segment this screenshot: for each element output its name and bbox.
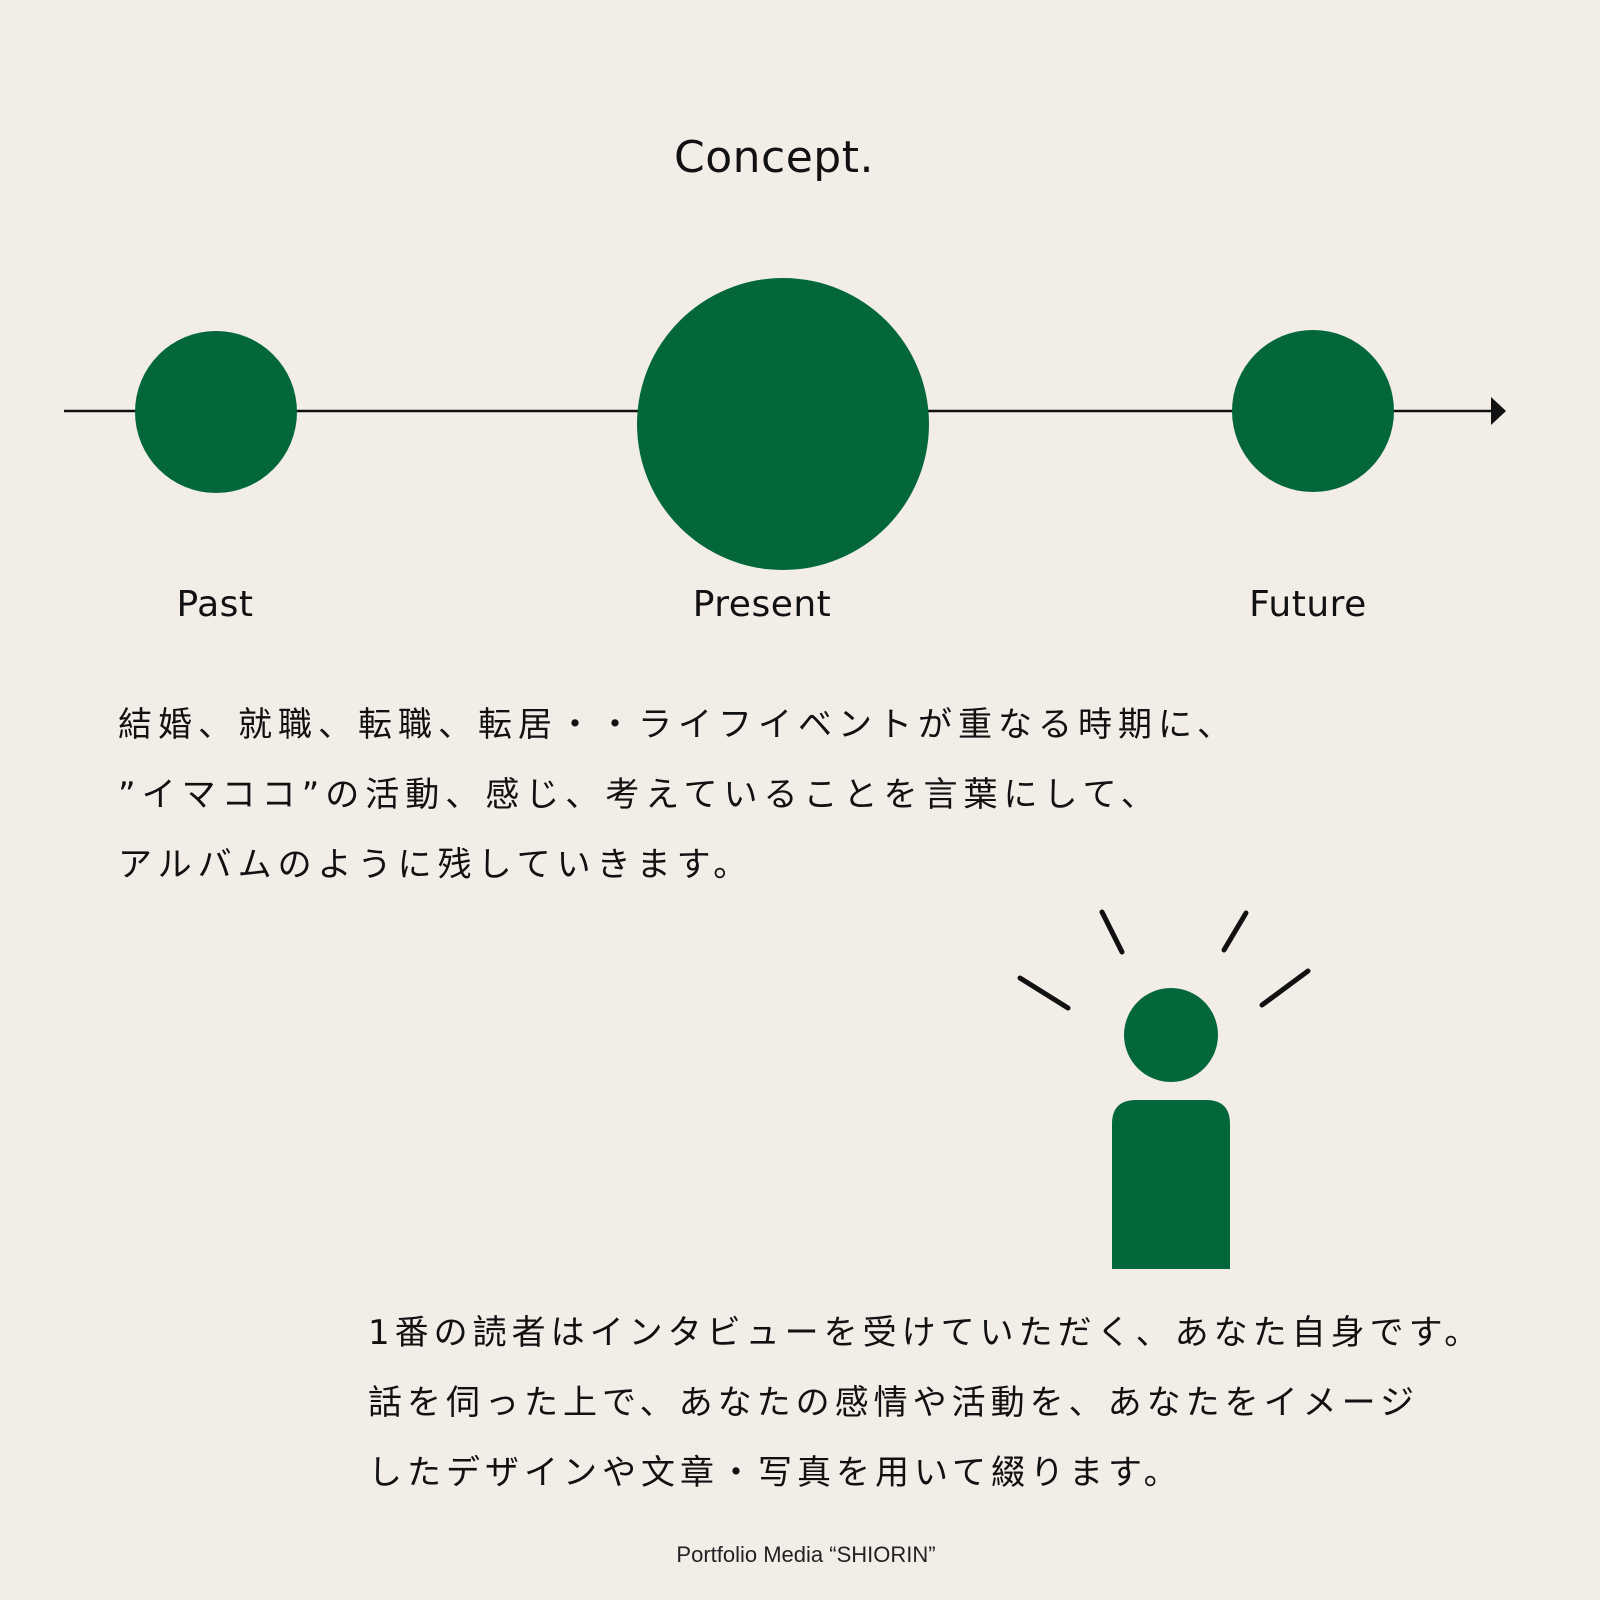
person-head bbox=[1124, 988, 1218, 1082]
reader-description-line: 1番の読者はインタビューを受けていただく、あなた自身です。 bbox=[368, 1313, 1484, 1353]
spark-line-upper-right bbox=[1221, 910, 1249, 953]
reader-description-line: したデザインや文章・写真を用いて綴ります。 bbox=[368, 1453, 1183, 1493]
timeline-label-past: Past bbox=[176, 584, 254, 625]
spark-line-upper-left bbox=[1099, 909, 1125, 955]
page-title: Concept. bbox=[674, 132, 874, 183]
reader-description: 1番の読者はインタビューを受けていただく、あなた自身です。 話を伺った上で、あな… bbox=[368, 1298, 1483, 1508]
past-circle bbox=[135, 331, 297, 493]
concept-description-line: アルバムのように残していきます。 bbox=[118, 845, 754, 885]
concept-description-line: 結婚、就職、転職、転居・・ライフイベントが重なる時期に、 bbox=[118, 705, 1237, 745]
spark-line-left bbox=[1017, 975, 1071, 1011]
concept-description-line: ”イマココ”の活動、感じ、考えていることを言葉にして、 bbox=[118, 775, 1161, 815]
person-icon bbox=[1112, 988, 1230, 1269]
person-body bbox=[1112, 1100, 1230, 1269]
footer-credit: Portfolio Media “SHIORIN” bbox=[676, 1542, 936, 1567]
arrow-right-icon bbox=[1491, 397, 1506, 425]
timeline-label-future: Future bbox=[1249, 584, 1367, 625]
present-circle bbox=[637, 278, 929, 570]
concept-description: 結婚、就職、転職、転居・・ライフイベントが重なる時期に、 ”イマココ”の活動、感… bbox=[118, 690, 1237, 900]
reader-description-line: 話を伺った上で、あなたの感情や活動を、あなたをイメージ bbox=[368, 1383, 1419, 1423]
future-circle bbox=[1232, 330, 1394, 492]
spark-lines-icon bbox=[1017, 909, 1311, 1011]
spark-line-right bbox=[1259, 968, 1311, 1008]
timeline-label-present: Present bbox=[692, 584, 832, 625]
